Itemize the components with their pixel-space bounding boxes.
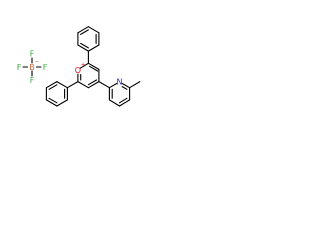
phenyl-top-bond-3 — [87, 26, 100, 34]
bond-methyl — [129, 81, 141, 89]
pyrylium-ring: O + — [75, 62, 100, 89]
phenyl-top-double-3 — [80, 42, 89, 49]
phenyl-ring-left — [45, 81, 79, 107]
tetrafluoroborate-anion: B − F F F F — [17, 50, 48, 86]
bond-c5-c6 — [77, 81, 89, 89]
bond-o-c2 — [79, 62, 89, 69]
phenyl-left-bond-1 — [56, 81, 68, 89]
bond-c2-c3 — [87, 62, 100, 70]
pyridine-bond-c5-c4 — [118, 99, 131, 107]
phenyl-left-bond-5 — [56, 99, 68, 107]
bond-c4-c5 — [87, 81, 100, 89]
bond-c2-c3-inner — [89, 65, 99, 72]
fluorine-atom-top: F — [30, 50, 35, 59]
phenyl-top-double-2 — [80, 29, 89, 35]
phenyl-left-double-2 — [48, 97, 58, 104]
bond-c4-pyridine — [98, 81, 110, 89]
methylpyridine-ring: N — [98, 78, 141, 107]
pyridine-double-1 — [121, 86, 128, 90]
phenyl-left-bond-4 — [45, 99, 58, 107]
pyridine-bond-n-c6 — [121, 82, 131, 89]
nitrogen-atom: N — [117, 78, 123, 87]
chemical-structure: B − F F F F O + — [17, 26, 141, 107]
bond-c4-c5-inner — [87, 79, 98, 86]
boron-atom: B — [29, 63, 35, 72]
oxygen-charge: + — [81, 62, 86, 68]
phenyl-top-bond-6 — [77, 44, 89, 52]
boron-charge: − — [35, 59, 40, 65]
phenyl-ring-top — [77, 26, 100, 64]
oxygen-atom: O — [75, 66, 81, 75]
pyridine-bond-c4-c3 — [108, 99, 121, 107]
pyridine-bond-c2-n — [108, 82, 118, 89]
fluorine-atom-left: F — [17, 63, 22, 72]
phenyl-top-bond-1 — [87, 44, 100, 52]
fluorine-atom-right: F — [43, 63, 48, 72]
phenyl-top-bond-4 — [77, 26, 89, 34]
phenyl-left-bond-2 — [45, 81, 58, 89]
bond-c6-phenyl-left — [66, 81, 79, 89]
phenyl-left-double-1 — [48, 84, 58, 90]
fluorine-atom-bottom: F — [30, 76, 35, 85]
pyridine-double-2 — [118, 97, 128, 104]
